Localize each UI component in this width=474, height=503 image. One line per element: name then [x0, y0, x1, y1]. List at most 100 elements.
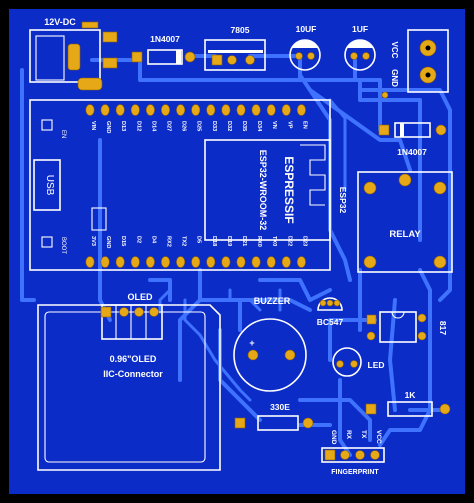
resistor-1k-label: 1K [405, 390, 417, 400]
esp32-pin-pad [281, 256, 291, 268]
oled-module: OLED 0.96"OLED IIC-Connector [37, 292, 221, 471]
esp32-pin-pad [236, 104, 246, 116]
transistor-bc547: BC547 [317, 297, 344, 327]
fingerprint-pin-label: RX [345, 430, 352, 440]
diode-right: 1N4007 [378, 122, 447, 157]
transistor-label: BC547 [317, 317, 344, 327]
esp32-pin-label: VP [286, 121, 292, 129]
esp32-pin-pad [100, 256, 110, 268]
esp32-pin-label: D21 [241, 236, 247, 246]
esp32-pin-pad [161, 256, 171, 268]
dc-jack: 12V-DC [29, 17, 118, 91]
esp32-pin-label: TX2 [181, 236, 187, 246]
oled-subtitle: IIC-Connector [103, 369, 163, 379]
esp32-pin-pad [115, 256, 125, 268]
esp32-pin-label: TX0 [271, 236, 277, 246]
capacitor-1uf: 1UF [344, 24, 376, 71]
relay: RELAY [357, 171, 453, 273]
esp32-pin-label: D15 [120, 236, 126, 246]
esp32-pin-pad [281, 104, 291, 116]
esp32-pin-label: 3V3 [90, 236, 96, 246]
esp32-pin-label: D23 [301, 236, 307, 246]
svg-text:+: + [300, 41, 305, 50]
optocoupler-817: 817 [366, 311, 448, 343]
led-label: LED [368, 360, 385, 370]
esp32-pin-pad [221, 256, 231, 268]
esp32-pin-label: RX2 [166, 236, 172, 247]
esp32-pin-label: D19 [226, 236, 232, 246]
terminal-gnd-label: GND [390, 69, 399, 87]
diode-top: 1N4007 [131, 34, 196, 65]
diode-right-label: 1N4007 [397, 147, 427, 157]
esp32-pin-label: D2 [135, 236, 141, 243]
usb-label: USB [44, 175, 55, 196]
esp32-pin-pad [176, 104, 186, 116]
buzzer-plus: + [249, 338, 254, 348]
esp32-pin-pad [115, 104, 125, 116]
terminal-vcc-label: VCC [390, 42, 399, 59]
esp32-pin-pad [221, 104, 231, 116]
esp32-pin-label: D13 [120, 121, 126, 131]
relay-label: RELAY [389, 229, 421, 240]
diode-top-label: 1N4007 [150, 34, 180, 44]
esp32-pin-label: D35 [241, 121, 247, 131]
module-label: ESP32-WROOM-32 [258, 150, 268, 231]
esp32-pin-label: D18 [211, 236, 217, 246]
dc-jack-label: 12V-DC [44, 17, 76, 27]
esp32-pin-label: VIN [90, 121, 96, 130]
esp32-pin-label: D32 [226, 121, 232, 131]
esp32-pin-pad [251, 104, 261, 116]
regulator-label: 7805 [231, 25, 250, 35]
boot-button-label: BOOT [60, 237, 66, 254]
resistor-330e: 330E [234, 402, 314, 431]
esp32-pin-pad [130, 104, 140, 116]
oled-title: 0.96"OLED [110, 354, 157, 364]
esp32-pin-label: RX0 [256, 236, 262, 247]
esp32-pin-pad [191, 256, 201, 268]
esp32-pin-label: GND [105, 121, 111, 133]
esp32-pin-pad [266, 256, 276, 268]
resistor-330e-label: 330E [270, 402, 290, 412]
esp32-pin-pad [100, 104, 110, 116]
capacitor-10uf: 10UF + [289, 24, 321, 71]
esp32-pin-pad [206, 104, 216, 116]
esp32-pin-pad [251, 256, 261, 268]
esp32-pin-pad [176, 256, 186, 268]
esp32-pin-pad [145, 104, 155, 116]
cap-1uf-label: 1UF [352, 24, 368, 34]
esp32-pin-pad [85, 104, 95, 116]
fingerprint-pin-label: TX [360, 430, 367, 439]
fingerprint-pin-label: GND [330, 430, 337, 445]
esp32-pin-label: EN [301, 121, 307, 129]
esp32-pin-pad [85, 256, 95, 268]
en-button-label: EN [60, 130, 66, 138]
esp32-pin-pad [236, 256, 246, 268]
regulator-7805: 7805 [204, 25, 266, 71]
optocoupler-label: 817 [438, 321, 448, 335]
esp32-pin-pad [296, 104, 306, 116]
esp32-pin-label: D4 [150, 236, 156, 244]
esp32-label: ESP32 [338, 187, 348, 214]
resistor-1k: 1K [365, 390, 451, 417]
esp32-pin-pad [130, 256, 140, 268]
esp32-devboard: EN USB BOOT ESPRESSIF ESP32-WROOM-32 ESP… [29, 99, 348, 271]
espressif-label: ESPRESSIF [282, 156, 296, 223]
buzzer: BUZZER + [233, 296, 307, 392]
esp32-pin-pad [191, 104, 201, 116]
esp32-pin-pad [206, 256, 216, 268]
esp32-pin-pad [161, 104, 171, 116]
buzzer-label: BUZZER [254, 296, 291, 306]
esp32-pin-label: D27 [166, 121, 172, 131]
led: LED [332, 347, 385, 377]
esp32-pin-label: D34 [256, 121, 262, 132]
oled-connector-label: OLED [127, 292, 153, 302]
power-terminal: VCC GND [381, 29, 449, 99]
cap-10uf-label: 10UF [296, 24, 317, 34]
esp32-pin-label: D22 [286, 236, 292, 246]
esp32-pin-label: D5 [196, 236, 202, 243]
esp32-pin-label: D14 [150, 121, 156, 132]
